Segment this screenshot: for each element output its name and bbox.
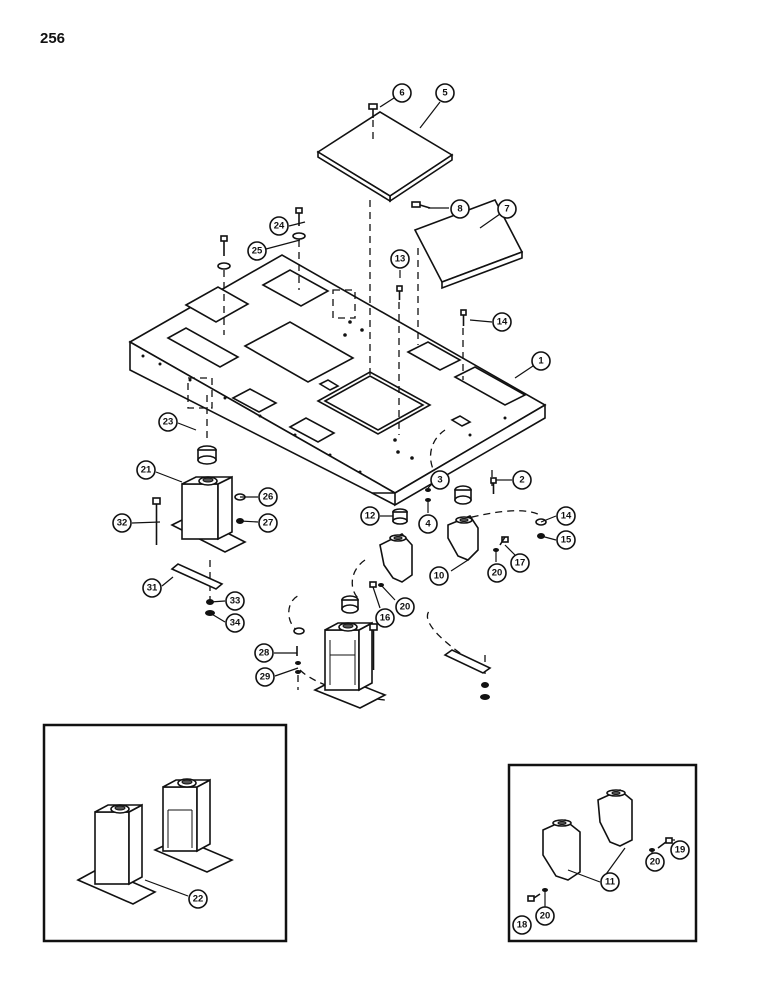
callout-25: 25 [247,241,267,261]
cover-plate [316,111,454,203]
svg-text:16: 16 [380,613,391,624]
washer-26-nut-27 [234,493,246,524]
svg-text:31: 31 [147,583,158,594]
callout-15: 15 [556,530,576,550]
svg-text:34: 34 [230,618,241,629]
svg-text:10: 10 [434,571,445,582]
callout-5: 5 [435,83,455,103]
svg-text:1: 1 [538,356,544,367]
svg-text:22: 22 [193,894,204,905]
callout-32: 32 [112,513,132,533]
washer-lower [293,627,305,674]
svg-text:13: 13 [395,254,406,265]
callout-1: 1 [531,351,551,371]
svg-text:25: 25 [252,246,263,257]
washers-3-4 [425,488,431,502]
callout-8: 8 [450,199,470,219]
bolt-lower-long [369,623,378,670]
svg-text:32: 32 [117,518,128,529]
callout-4: 4 [418,514,438,534]
svg-text:2: 2 [519,475,524,486]
screw-8 [411,201,431,209]
svg-text:5: 5 [442,88,448,99]
svg-text:4: 4 [425,519,431,530]
strap-31 [170,563,224,590]
callout-20-mid: 20 [395,597,415,617]
callout-17: 17 [510,553,530,573]
callout-6: 6 [392,83,412,103]
svg-text:29: 29 [260,672,271,683]
callout-14-right: 14 [556,506,576,526]
svg-text:6: 6 [399,88,404,99]
screw-6 [368,103,378,118]
callout-10: 10 [429,566,449,586]
bolt-17 [493,536,509,552]
callout-33: 33 [225,591,245,611]
bracket-10-right [447,515,479,561]
callout-21: 21 [136,460,156,480]
callout-31: 31 [142,578,162,598]
callout-2: 2 [512,470,532,490]
strap-lower [443,649,492,700]
svg-text:18: 18 [517,920,528,931]
mount-21 [170,475,247,553]
svg-text:8: 8 [457,204,462,215]
platform-plate [128,254,547,507]
svg-text:17: 17 [515,558,526,569]
svg-text:7: 7 [504,204,509,215]
callout-16: 16 [375,608,395,628]
callout-24: 24 [269,216,289,236]
svg-text:20: 20 [540,911,551,922]
leader-lines [131,97,675,907]
callout-28: 28 [254,643,274,663]
svg-text:20: 20 [400,602,411,613]
hidden-bracket-outlines [187,289,356,409]
svg-text:15: 15 [561,535,572,546]
callout-18: 18 [512,915,532,935]
bracket-10-left [379,533,413,583]
svg-text:20: 20 [492,568,503,579]
svg-text:11: 11 [605,877,616,888]
svg-text:23: 23 [163,417,174,428]
callout-12: 12 [360,506,380,526]
callout-22: 22 [188,889,208,909]
isolator-right [454,485,472,505]
svg-text:28: 28 [259,648,270,659]
callout-29: 29 [255,667,275,687]
mount-lower [313,621,387,709]
svg-text:33: 33 [230,596,241,607]
callout-23: 23 [158,412,178,432]
svg-text:26: 26 [263,492,274,503]
callout-3: 3 [430,470,450,490]
svg-text:14: 14 [497,317,508,328]
svg-text:24: 24 [274,221,285,232]
svg-text:3: 3 [437,475,442,486]
bolt-14-top [460,309,467,326]
svg-text:20: 20 [650,857,661,868]
inset-box-left [42,723,288,943]
callout-7: 7 [497,199,517,219]
isolator-12 [392,508,408,525]
callout-20-right: 20 [487,563,507,583]
callout-20-inset-bottom: 20 [535,906,555,926]
page-number: 256 [40,30,66,47]
svg-text:27: 27 [263,518,274,529]
bolt-13 [396,285,403,300]
bolt-32 [152,497,161,545]
callout-14-top: 14 [492,312,512,332]
callout-34: 34 [225,613,245,633]
isolator-lower [341,595,359,614]
callout-19: 19 [670,840,690,860]
isolator-23 [197,445,217,465]
svg-text:19: 19 [675,845,686,856]
svg-text:21: 21 [141,465,152,476]
svg-text:12: 12 [365,511,376,522]
svg-text:14: 14 [561,511,572,522]
callout-13: 13 [390,249,410,269]
callout-20-inset-top: 20 [645,852,665,872]
callout-26: 26 [258,487,278,507]
callout-27: 27 [258,513,278,533]
callout-11: 11 [600,872,620,892]
